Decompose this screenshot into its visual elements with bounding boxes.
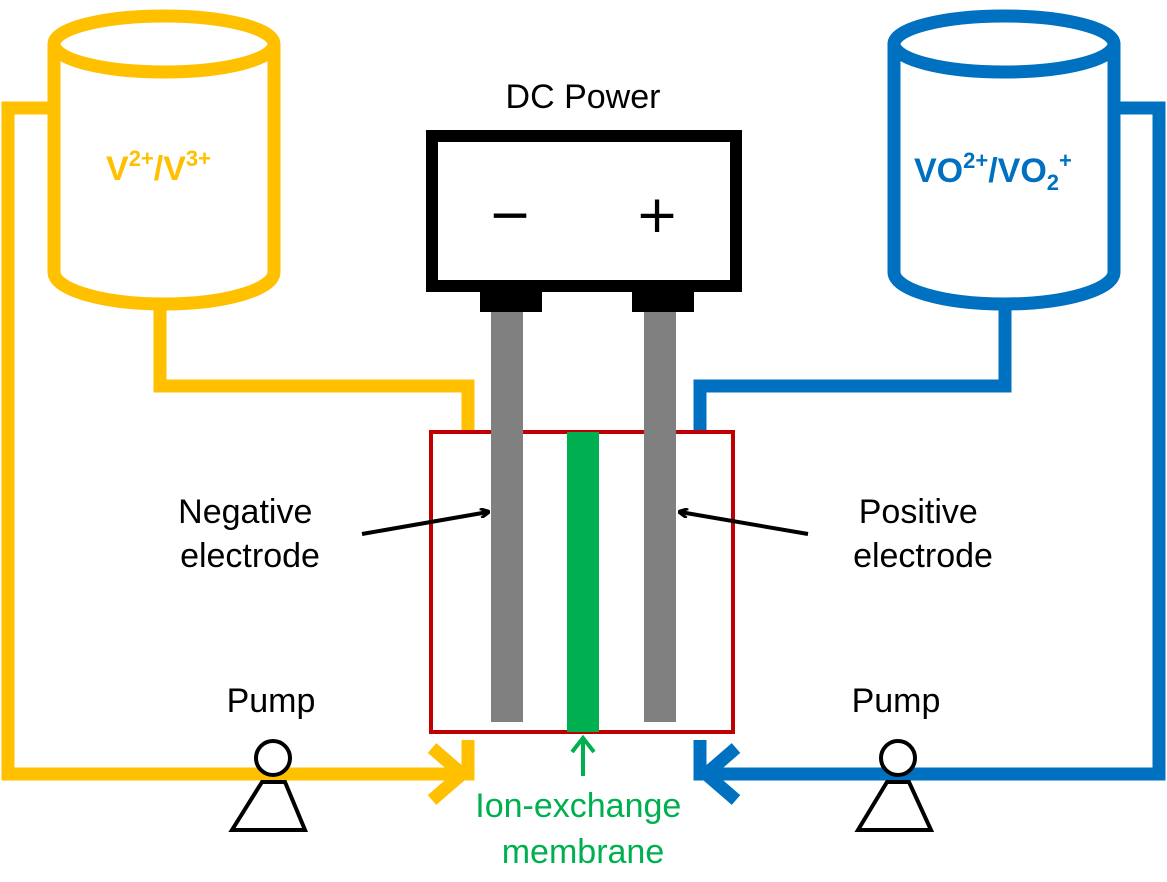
right-tank bbox=[887, 9, 1121, 311]
left-pump-icon bbox=[228, 739, 308, 832]
right-pump-icon bbox=[854, 739, 935, 832]
positive-symbol: + bbox=[635, 185, 679, 245]
left-tank-label: V2+/V3+ bbox=[106, 146, 211, 188]
right-return-pipe bbox=[693, 101, 1166, 781]
right-pump-label: Pump bbox=[852, 682, 941, 720]
left-tank-outlet-pipe bbox=[153, 310, 475, 432]
negative-electrode-arrow bbox=[361, 512, 488, 536]
dc-power-box bbox=[426, 130, 742, 292]
ion-exchange-membrane bbox=[567, 432, 599, 732]
left-pump-label: Pump bbox=[227, 682, 316, 720]
membrane-arrowhead bbox=[570, 734, 596, 754]
left-inlet-arrowhead bbox=[427, 743, 472, 805]
positive-electrode bbox=[644, 310, 676, 722]
left-tank bbox=[47, 9, 281, 311]
negative-symbol: − bbox=[488, 185, 532, 245]
right-inlet-arrowhead bbox=[696, 743, 741, 805]
right-tank-label: VO2+/VO2+ bbox=[914, 148, 1072, 195]
positive-electrode-arrow bbox=[680, 512, 809, 536]
negative-terminal bbox=[480, 288, 542, 312]
right-tank-outlet-pipe bbox=[693, 310, 1012, 432]
membrane-label: Ion-exchange membrane bbox=[475, 787, 691, 871]
positive-electrolyte-loop bbox=[693, 101, 1166, 805]
negative-electrode-label: Negative electrode bbox=[178, 493, 322, 575]
negative-electrolyte-loop bbox=[1, 101, 475, 805]
power-title: DC Power bbox=[506, 78, 661, 116]
positive-electrode-label: Positive electrode bbox=[853, 493, 993, 575]
left-return-pipe bbox=[1, 101, 475, 781]
positive-terminal bbox=[632, 288, 694, 312]
negative-electrode bbox=[491, 310, 523, 722]
